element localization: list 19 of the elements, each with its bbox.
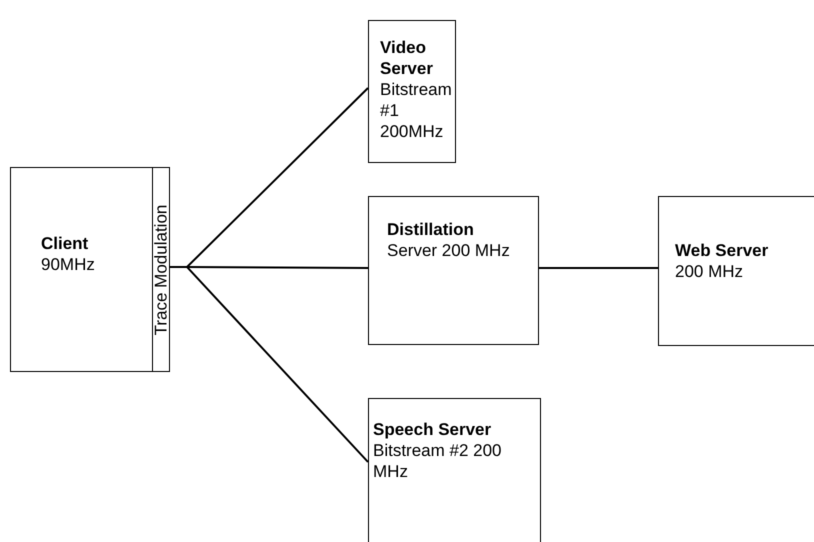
node-title: Distillation xyxy=(387,219,474,240)
vertical-label: Trace Modulation xyxy=(152,204,170,335)
node-title: Web Server xyxy=(675,240,768,261)
node-detail: 90MHz xyxy=(41,254,95,275)
server-box xyxy=(10,167,169,372)
node-title: Client xyxy=(41,233,88,254)
node-detail: Bitstream #1 200MHz xyxy=(380,79,453,142)
label-strip xyxy=(152,167,170,372)
node-detail: 200 MHz xyxy=(675,261,744,282)
connector-line xyxy=(170,266,369,463)
server-box xyxy=(368,196,539,345)
node-title: Video Server xyxy=(380,37,434,79)
server-box xyxy=(368,398,541,542)
server-box xyxy=(658,196,814,346)
connector-line xyxy=(539,267,658,269)
node-title: Speech Server xyxy=(373,419,492,440)
server-box xyxy=(368,20,456,163)
node-detail: Bitstream #2 200 MHz xyxy=(373,440,503,482)
node-detail: Server 200 MHz xyxy=(387,240,510,261)
